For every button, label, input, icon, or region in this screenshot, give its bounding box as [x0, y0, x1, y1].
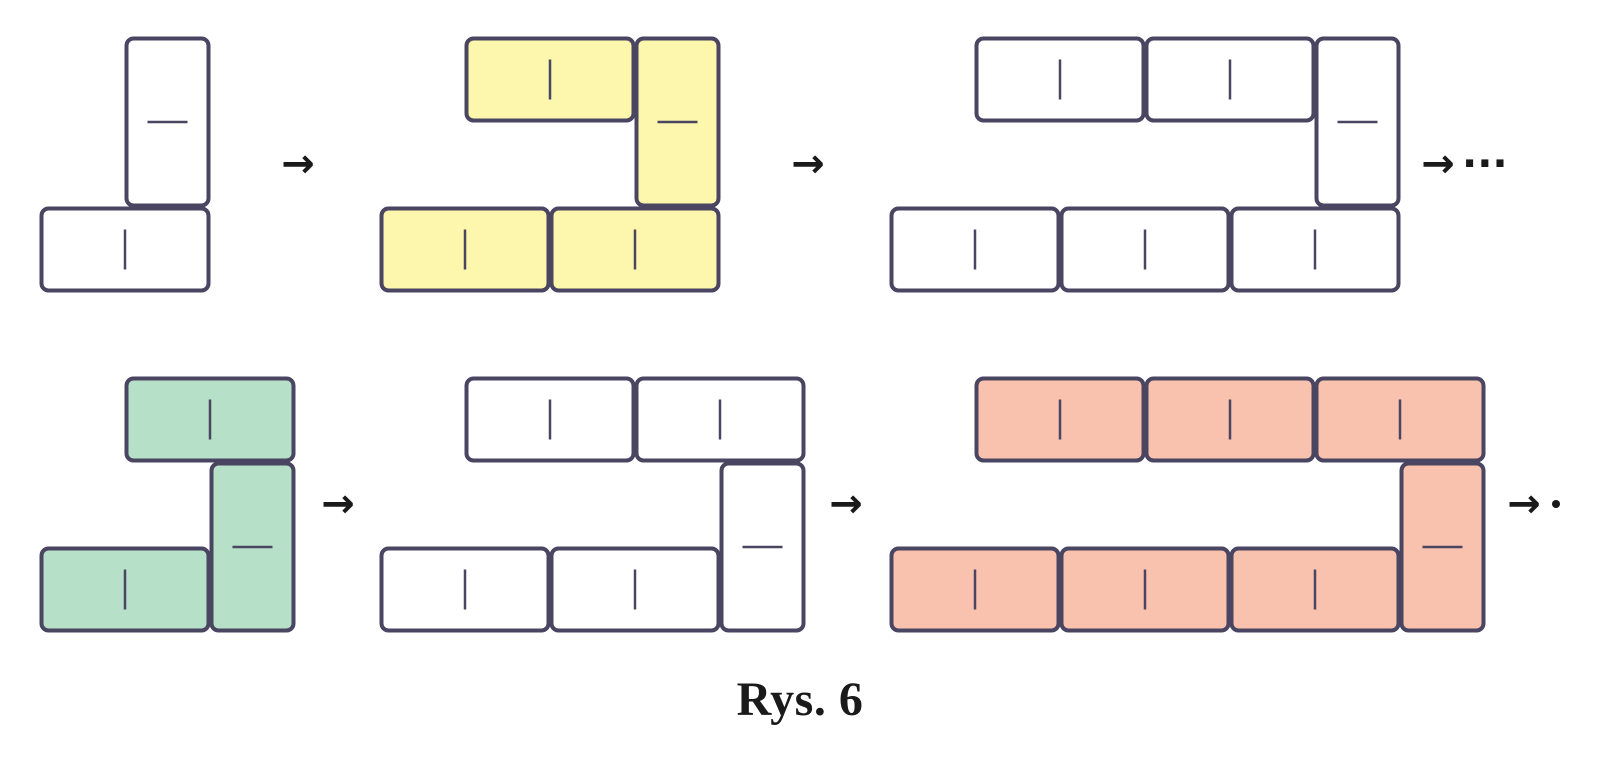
figure-5	[379, 376, 806, 633]
dot-icon	[1552, 500, 1560, 508]
horizontal-domino	[379, 546, 551, 633]
horizontal-domino	[464, 376, 636, 463]
horizontal-domino	[1059, 546, 1231, 633]
horizontal-domino	[1229, 546, 1401, 633]
arrow-4-icon: →	[321, 481, 355, 527]
horizontal-domino	[889, 206, 1061, 293]
horizontal-domino	[1144, 36, 1316, 123]
figure-caption: Rys. 6	[736, 673, 864, 726]
vertical-domino	[719, 461, 806, 633]
arrow-1-icon: →	[281, 141, 315, 187]
horizontal-domino	[634, 376, 806, 463]
ellipsis-icon: ···	[1462, 141, 1508, 187]
figure-1	[39, 36, 211, 293]
arrow-3-icon: →	[1421, 141, 1455, 187]
figure-2	[379, 36, 721, 293]
horizontal-domino	[974, 376, 1146, 463]
horizontal-domino	[974, 36, 1146, 123]
horizontal-domino	[889, 546, 1061, 633]
vertical-domino	[1399, 461, 1486, 633]
figure-4	[39, 376, 296, 633]
horizontal-domino	[549, 206, 721, 293]
vertical-domino	[124, 36, 211, 208]
arrow-5-icon: →	[829, 481, 863, 527]
horizontal-domino	[464, 36, 636, 123]
vertical-domino	[634, 36, 721, 208]
horizontal-domino	[39, 546, 211, 633]
figure-6	[889, 376, 1486, 633]
figure-3	[889, 36, 1401, 293]
arrow-2-icon: →	[791, 141, 825, 187]
horizontal-domino	[379, 206, 551, 293]
horizontal-domino	[549, 546, 721, 633]
arrow-6-icon: →	[1507, 481, 1541, 527]
horizontal-domino	[1314, 376, 1486, 463]
domino-sequence-diagram: →→→···→→→	[39, 36, 1560, 633]
vertical-domino	[1314, 36, 1401, 208]
vertical-domino	[209, 461, 296, 633]
horizontal-domino	[1144, 376, 1316, 463]
horizontal-domino	[1059, 206, 1231, 293]
horizontal-domino	[39, 206, 211, 293]
horizontal-domino	[124, 376, 296, 463]
horizontal-domino	[1229, 206, 1401, 293]
